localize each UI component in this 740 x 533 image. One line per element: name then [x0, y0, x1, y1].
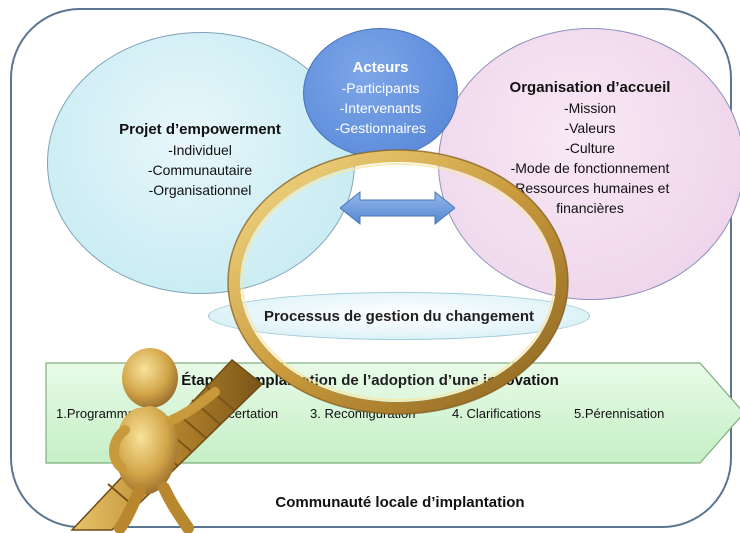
empowerment-item: -Individuel [168, 142, 232, 158]
empowerment-title: Projet d’empowerment [119, 121, 281, 138]
actors-circle [303, 28, 458, 158]
host-organization-title: Organisation d’accueil [509, 79, 671, 96]
empowerment-item: -Organisationnel [148, 182, 252, 198]
change-management-process: Processus de gestion du changement [208, 292, 590, 340]
actors-item: -Gestionnaires [334, 120, 427, 136]
stage-item: 5.Pérennisation [574, 406, 665, 421]
host-organization-item: -Culture [565, 140, 615, 156]
host-organization-item: -Mission [563, 100, 617, 116]
actors-item: -Intervenants [339, 100, 422, 116]
stage-item: 3. Reconfiguration [310, 406, 416, 421]
host-organization-item: -Valeurs [564, 120, 616, 136]
process-label: Processus de gestion du changement [263, 307, 535, 325]
empowerment-item: -Communautaire [147, 162, 253, 178]
host-organization-item: -Ressources humaines et [510, 180, 670, 196]
host-organization-text: Organisation d’accueil -Mission -Valeurs… [470, 78, 710, 218]
host-organization-item: financières [556, 200, 624, 216]
actors-title: Acteurs [352, 59, 409, 76]
stage-item: 4. Clarifications [452, 406, 541, 421]
actors-item: -Participants [341, 80, 420, 96]
double-arrow-icon [340, 190, 455, 226]
community-label: Communauté locale d’implantation [275, 494, 525, 511]
empowerment-text: Projet d’empowerment -Individuel -Commun… [80, 120, 320, 200]
host-organization-item: -Mode de fonctionnement [510, 160, 670, 176]
stage-item: 2. Concertation [190, 406, 279, 421]
actors-text: Acteurs -Participants -Intervenants -Ges… [303, 58, 458, 138]
stage-item: 1.Programmation [56, 406, 156, 421]
stages-title: Étapes d’implantation de l’adoption d’un… [181, 372, 559, 389]
